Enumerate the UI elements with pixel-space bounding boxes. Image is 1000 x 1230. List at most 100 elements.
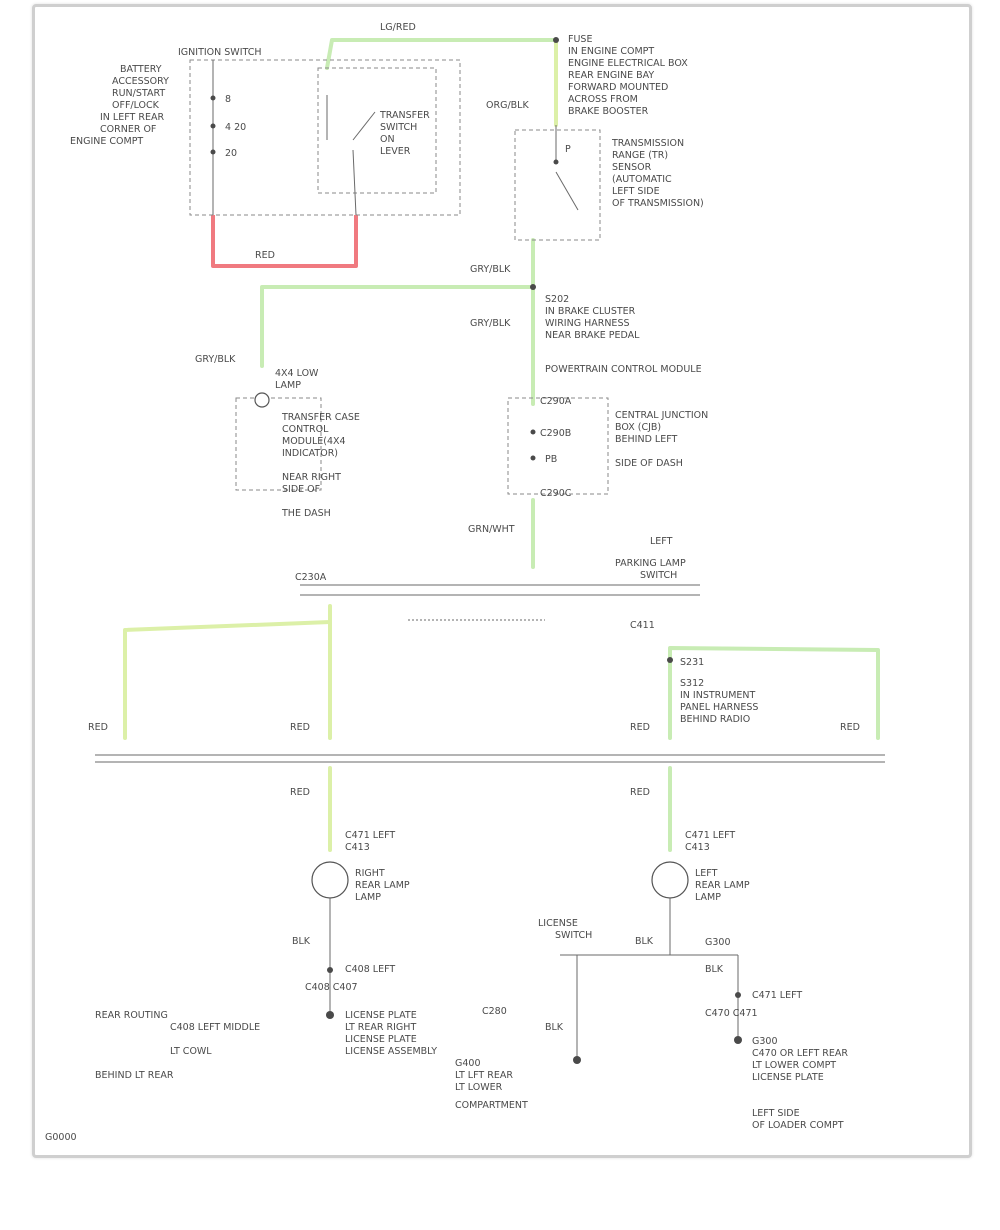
label-blk2: BLK: [635, 936, 654, 947]
transfer-lever: [352, 111, 376, 141]
label-cjb-pin-1: C290B: [540, 428, 571, 439]
ign-contact-3: [210, 149, 216, 155]
label-right-top-1: PARKING LAMP: [615, 558, 686, 569]
label-rd4: RED: [840, 722, 860, 733]
label-left-gnd-1: C408 LEFT MIDDLE: [170, 1022, 260, 1033]
tr-lever: [555, 171, 579, 211]
cjb-pin-b: [530, 455, 536, 461]
ignition-switch-box: [189, 59, 461, 216]
label-right-gnd-top-0: G300: [705, 937, 731, 948]
label-fuse-5: ACROSS FROM: [568, 94, 638, 105]
label-blk3: BLK: [705, 964, 724, 975]
label-left-lamp-conn-0: C471 LEFT: [345, 830, 395, 841]
central-junction-box: [507, 397, 609, 495]
fuse-node: [553, 37, 559, 43]
label-trans-4: LEFT SIDE: [612, 186, 660, 197]
diagram-frame: [32, 4, 972, 1158]
label-4wd-5: SIDE OF: [282, 484, 320, 495]
label-4wd-6: THE DASH: [281, 508, 331, 519]
label-rd5: RED: [290, 787, 310, 798]
label-center-gnd-0: LICENSE: [538, 918, 578, 929]
label-fuse-6: BRAKE BOOSTER: [568, 106, 649, 117]
label-center-gnd-1: SWITCH: [555, 930, 592, 941]
label-center-gnd-desc-3: COMPARTMENT: [455, 1100, 528, 1111]
label-left-lamp-1: REAR LAMP: [355, 880, 410, 891]
four-wd-module-box: [235, 397, 322, 491]
label-trans-1: RANGE (TR): [612, 150, 668, 161]
label-blk1: BLK: [292, 936, 311, 947]
label-splice-text-1: IN INSTRUMENT: [680, 690, 756, 701]
label-transfer-2: ON: [380, 134, 395, 145]
label-fuse-3: REAR ENGINE BAY: [568, 70, 654, 81]
label-transfer-0: TRANSFER: [379, 110, 430, 121]
label-fuse-4: FORWARD MOUNTED: [568, 82, 668, 93]
right-rear-lamp: [311, 861, 349, 899]
label-rd2: RED: [290, 722, 310, 733]
wires: [123, 38, 880, 852]
label-trans-3: (AUTOMATIC: [612, 174, 672, 185]
label-ign-left-2: RUN/START: [112, 88, 165, 99]
label-ign-left-5: CORNER OF: [100, 124, 156, 135]
label-right-lamp-2: LAMP: [695, 892, 721, 903]
label-left-gnd-pin-0: C408 LEFT: [345, 964, 395, 975]
label-switch-wire: ORG/BLK: [486, 100, 529, 111]
label-rd1: RED: [88, 722, 108, 733]
label-4wd-1: CONTROL: [282, 424, 329, 435]
label-s1: GRY/BLK: [470, 264, 511, 275]
label-pin-b: 4 20: [225, 122, 246, 133]
ign-contact-1: [210, 95, 216, 101]
label-ign-left-0: BATTERY: [120, 64, 162, 75]
label-left-gnd-pin-1: C408 C407: [305, 982, 358, 993]
label-splice-2: WIRING HARNESS: [545, 318, 630, 329]
label-ign-left-1: ACCESSORY: [112, 76, 169, 87]
label-right-gnd-5: OF LOADER COMPT: [752, 1120, 844, 1131]
label-left-body-0: LICENSE PLATE: [345, 1010, 417, 1021]
label-left-lamp-conn-1: C413: [345, 842, 370, 853]
wire-red-loop: [211, 215, 358, 268]
four-wd-lamp-bulb: [254, 392, 270, 408]
label-4wd-0: TRANSFER CASE: [281, 412, 360, 423]
label-right-gnd-pin-1: C470 C471: [705, 1008, 758, 1019]
label-right-gnd-2: LT LOWER COMPT: [752, 1060, 836, 1071]
label-splice-3: NEAR BRAKE PEDAL: [545, 330, 640, 341]
label-4wd-2: MODULE(4X4: [282, 436, 346, 447]
label-center-gnd-desc-1: LT LFT REAR: [455, 1070, 513, 1081]
label-loop-wire: RED: [255, 250, 275, 261]
components: [95, 37, 885, 1064]
label-fuse-0: FUSE: [568, 34, 592, 45]
label-pin-c: 20: [225, 148, 237, 159]
label-fuse-pin: P: [565, 144, 571, 155]
label-cjb-pin-2: C290C: [540, 488, 572, 499]
label-right-gnd-3: LICENSE PLATE: [752, 1072, 824, 1083]
label-c-right: C411: [630, 620, 655, 631]
labels: LG/RED IGNITION SWITCH BATTERY ACCESSORY…: [45, 22, 860, 1143]
label-trans-2: SENSOR: [612, 162, 652, 173]
label-top-wire: LG/RED: [380, 22, 416, 33]
label-right-lamp-0: LEFT: [695, 868, 718, 879]
label-4wd-3: INDICATOR): [282, 448, 338, 459]
label-rd3: RED: [630, 722, 650, 733]
left-ground: [326, 1011, 334, 1019]
label-ign-left-6: ENGINE COMPT: [70, 136, 143, 147]
label-splice-mid: S231: [680, 657, 704, 668]
wire-top-green: [325, 38, 558, 70]
label-center-gnd-desc-0: G400: [455, 1058, 481, 1069]
label-center-gnd-desc-2: LT LOWER: [455, 1082, 503, 1093]
label-left-conn: C230A: [295, 572, 327, 583]
center-ground: [573, 1056, 581, 1064]
label-4wd-4: NEAR RIGHT: [282, 472, 341, 483]
label-right-gnd-pin-0: C471 LEFT: [752, 990, 802, 1001]
label-fuse-2: ENGINE ELECTRICAL BOX: [568, 58, 688, 69]
wire-right-bus: [668, 646, 880, 740]
label-s2: GRY/BLK: [470, 318, 511, 329]
ign-contact-2: [210, 123, 216, 129]
label-s4: GRN/WHT: [468, 524, 515, 535]
label-4wd-lamp-0: 4X4 LOW: [275, 368, 319, 379]
transfer-lead-2: [352, 149, 357, 216]
left-rear-lamp: [651, 861, 689, 899]
label-right-top-0: LEFT: [650, 536, 673, 547]
label-splice-text-3: BEHIND RADIO: [680, 714, 750, 725]
label-splice-text-2: PANEL HARNESS: [680, 702, 758, 713]
label-right-lamp-conn-1: C413: [685, 842, 710, 853]
